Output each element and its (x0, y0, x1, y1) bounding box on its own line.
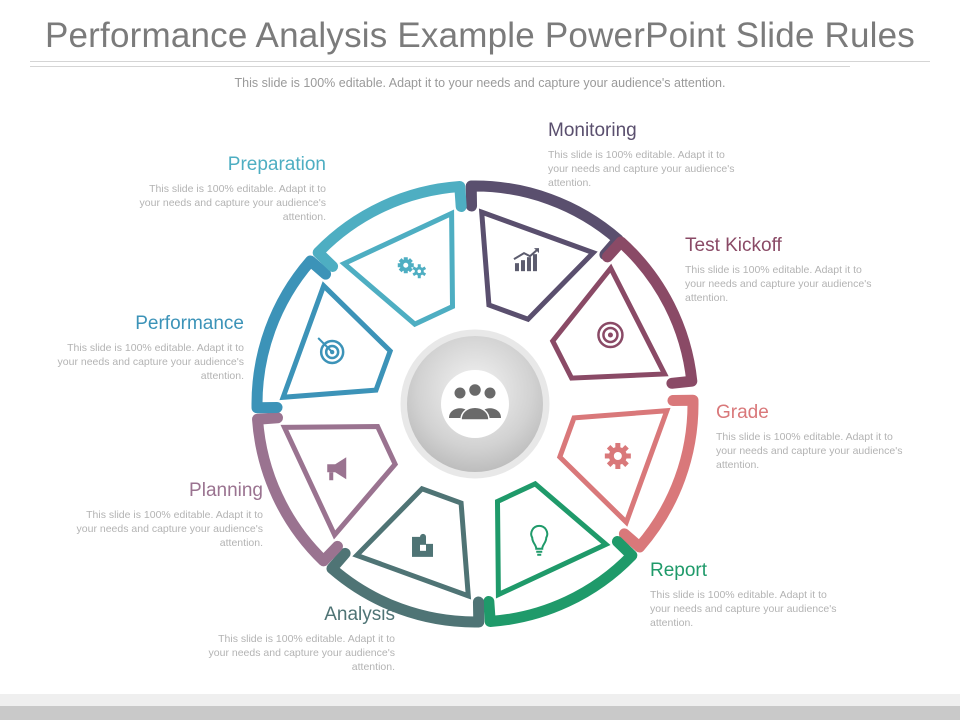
slide-subtitle: This slide is 100% editable. Adapt it to… (234, 76, 726, 90)
people-group-icon (449, 382, 501, 421)
gears-icon (397, 257, 427, 279)
segment-report (483, 480, 638, 627)
label-description: This slide is 100% editable. Adapt it to… (685, 264, 872, 304)
segment-monitoring (465, 180, 624, 323)
target-arrow-icon (317, 337, 345, 365)
label-description: This slide is 100% editable. Adapt it to… (76, 509, 263, 549)
segment-tab (483, 536, 638, 627)
segment-tab (465, 180, 624, 261)
segment-preparation (312, 181, 467, 328)
segment-wedge (339, 209, 456, 328)
segment-wedge (280, 423, 399, 540)
title-divider-bottom (30, 66, 850, 67)
footer-band-light (0, 694, 960, 706)
segment-analysis (326, 485, 485, 628)
title-divider-top (30, 61, 930, 62)
target-icon (597, 321, 624, 349)
segment-tab (601, 236, 698, 389)
gear-icon (604, 442, 631, 469)
label-description: This slide is 100% editable. Adapt it to… (139, 183, 326, 223)
label-heading: Monitoring (548, 120, 637, 141)
label-description: This slide is 100% editable. Adapt it to… (716, 431, 903, 471)
segment-wedge (494, 480, 611, 599)
segment-wedge (556, 407, 671, 527)
label-heading: Grade (716, 402, 769, 423)
lightbulb-icon (530, 524, 549, 556)
segment-tab (251, 255, 332, 414)
segment-tab (618, 394, 699, 553)
megaphone-icon (327, 457, 347, 481)
label-description: This slide is 100% editable. Adapt it to… (208, 633, 395, 673)
label-heading: Analysis (324, 604, 395, 625)
label-description: This slide is 100% editable. Adapt it to… (548, 149, 735, 189)
label-heading: Test Kickoff (685, 235, 782, 256)
label-heading: Planning (189, 480, 263, 501)
segment-grade (556, 394, 699, 553)
segment-performance (251, 255, 394, 414)
footer-band (0, 706, 960, 720)
label-heading: Preparation (227, 154, 326, 175)
label-description: This slide is 100% editable. Adapt it to… (650, 589, 837, 629)
segment-tab (326, 547, 485, 628)
center-hub (397, 326, 553, 482)
label-description: This slide is 100% editable. Adapt it to… (57, 342, 244, 382)
segment-tab (252, 412, 343, 567)
slide-title: Performance Analysis Example PowerPoint … (44, 16, 916, 55)
label-heading: Performance (135, 313, 244, 334)
growth-chart-icon (513, 248, 539, 272)
hub-icon-circle (441, 370, 509, 438)
label-heading: Report (650, 560, 708, 581)
segment-test-kickoff (549, 236, 698, 389)
puzzle-icon (412, 533, 434, 557)
segment-tab (312, 181, 467, 272)
segment-wedge (478, 208, 598, 323)
segment-planning (252, 412, 399, 567)
